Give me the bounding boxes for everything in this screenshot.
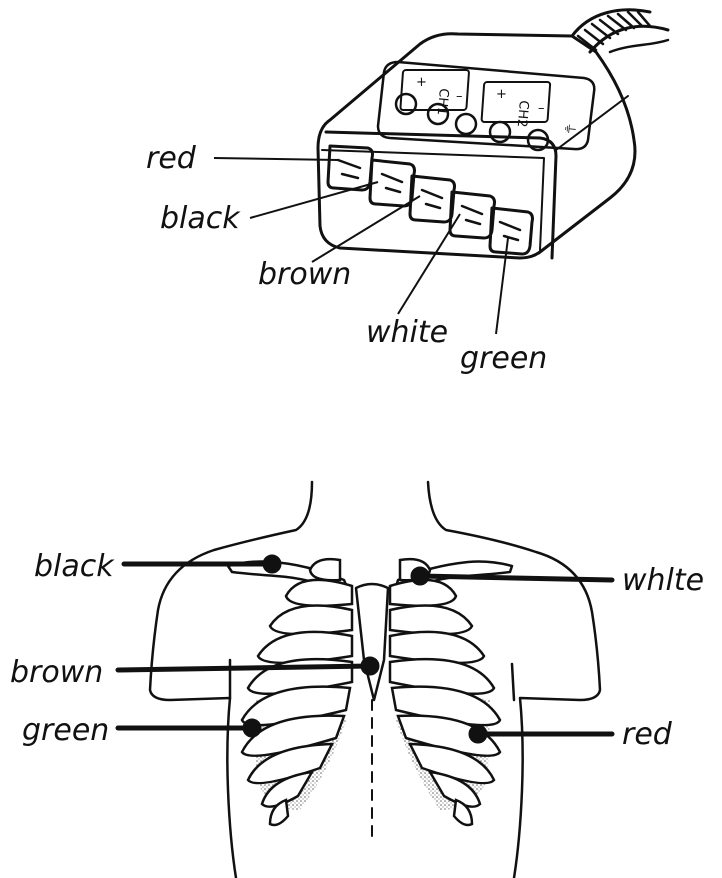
connector-body — [318, 34, 635, 258]
torso-label-red: red — [622, 717, 673, 752]
socket-red — [328, 146, 373, 190]
ground-label: ⏚ — [561, 122, 577, 136]
electrode-white — [413, 569, 427, 583]
connector-label-black: black — [160, 201, 241, 236]
sternum — [356, 584, 388, 700]
connector-label-brown: brown — [258, 257, 351, 292]
connector-label-red: red — [146, 141, 197, 176]
electrode-red — [471, 727, 485, 741]
connector-leaders — [214, 158, 508, 334]
socket-white — [450, 192, 495, 238]
electrode-green — [245, 721, 259, 735]
torso-label-black: black — [34, 549, 115, 584]
electrode-black — [265, 557, 279, 571]
lead-sockets — [328, 146, 533, 254]
ch1-minus: – — [456, 89, 463, 104]
torso — [150, 482, 600, 878]
torso-label-brown: brown — [10, 655, 103, 690]
torso-label-green: green — [22, 713, 109, 748]
panel-text: CH1 + – CH2 + – ⏚ — [416, 75, 577, 136]
connector-label-green: green — [460, 341, 547, 376]
electrode-brown — [363, 659, 377, 673]
ch2-minus: – — [538, 101, 545, 116]
lead-connector — [318, 10, 668, 258]
ch2-label: CH2 — [514, 100, 531, 128]
left-ribs — [242, 559, 352, 825]
torso-label-white: whlte — [622, 563, 704, 598]
ch1-plus: + — [416, 75, 427, 90]
ch2-plus: + — [496, 87, 507, 102]
connector-label-white: white — [366, 315, 448, 350]
socket-green — [490, 208, 533, 254]
ch1-label: CH1 — [434, 88, 451, 116]
